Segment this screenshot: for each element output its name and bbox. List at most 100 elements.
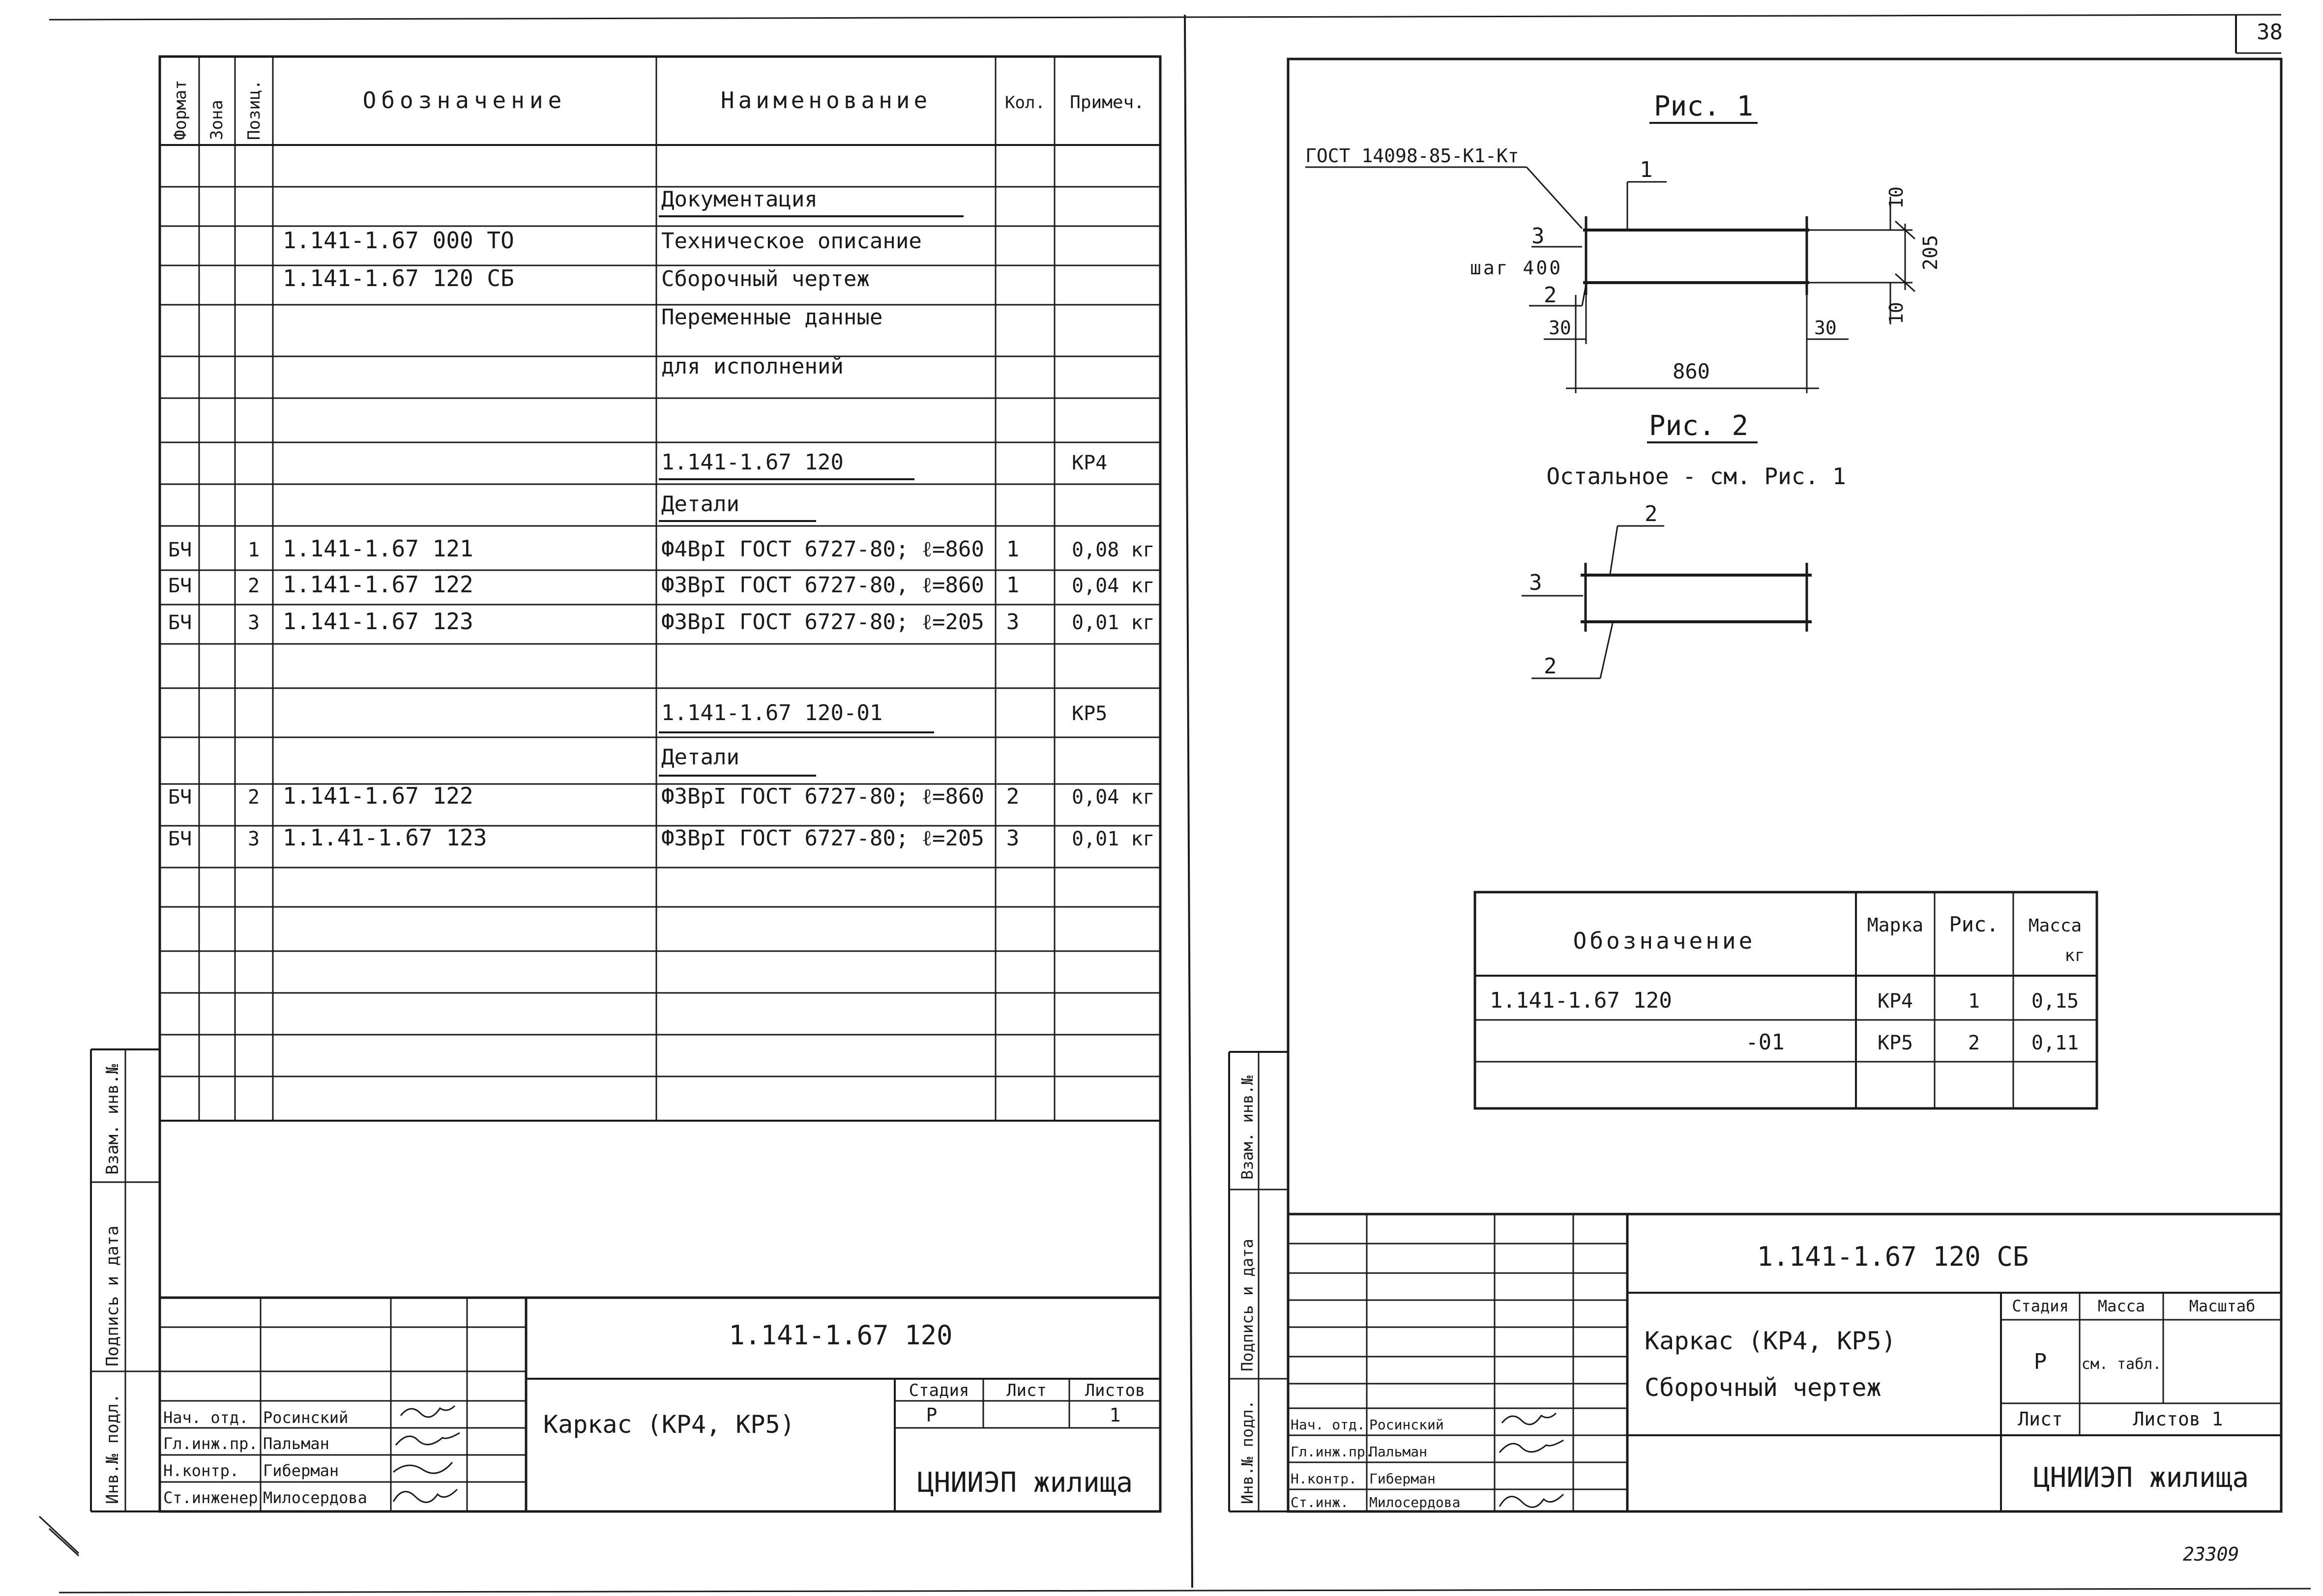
spec-row: Переменные данные xyxy=(661,305,882,330)
spec-cell-name: для исполнений xyxy=(661,354,844,379)
spec-cell-format: БЧ xyxy=(168,575,192,597)
signature xyxy=(393,1462,453,1474)
right-sheet-label: Лист xyxy=(2018,1408,2063,1430)
left-sheet: Инв.№ подл. Подпись и дата Взам. инв.№ Ф… xyxy=(90,55,1162,1513)
vt-row-mark: КР5 xyxy=(1878,1032,1913,1054)
right-mass: см. табл. xyxy=(2082,1356,2162,1373)
spec-cell-name: Техническое описание xyxy=(661,229,922,254)
spec-cell-qty: 1 xyxy=(1006,573,1020,598)
spec-cell-note: КР5 xyxy=(1072,702,1107,725)
spec-cell-format: БЧ xyxy=(168,539,192,561)
left-org: ЦНИИЭП жилища xyxy=(917,1467,1133,1499)
vt-row-designation: 1.141-1.67 120 xyxy=(1490,988,1672,1013)
fig1-dim-length: 860 xyxy=(1673,359,1710,383)
left-staff-role: Нач. отд. xyxy=(163,1408,248,1427)
fig1-callout: 1 xyxy=(1640,157,1653,182)
fig1-pitch: шаг 400 xyxy=(1470,257,1562,279)
right-title-line1: Каркас (КР4, КР5) xyxy=(1645,1327,1896,1355)
vt-hdr-mark: Марка xyxy=(1867,914,1923,936)
spec-row: 1.141-1.67 120-01 КР5 xyxy=(661,700,1107,725)
right-code: 1.141-1.67 120 СБ xyxy=(1757,1241,2029,1272)
right-staff-name: Милосердова xyxy=(1369,1494,1460,1510)
left-code: 1.141-1.67 120 xyxy=(729,1320,952,1351)
hdr-qty: Кол. xyxy=(1005,93,1045,113)
right-side-label-repl: Взам. инв.№ xyxy=(1238,1075,1257,1180)
fig2-note: Остальное - см. Рис. 1 xyxy=(1546,463,1846,490)
left-staff-name: Росинский xyxy=(263,1408,348,1427)
right-scale-label: Масштаб xyxy=(2189,1297,2256,1315)
vt-row-mass: 0,11 xyxy=(2031,1032,2079,1054)
figure-2: Рис. 2 Остальное - см. Рис. 1 2 3 2 xyxy=(1522,410,1846,679)
left-staff-name: Гиберман xyxy=(263,1461,339,1480)
spec-cell-note: 0,04 кг xyxy=(1072,575,1155,597)
spec-row: Детали xyxy=(661,745,739,770)
right-staff-name: Гиберман xyxy=(1369,1471,1436,1487)
right-side-label-inv: Инв.№ подл. xyxy=(1238,1400,1257,1504)
signature xyxy=(400,1405,456,1418)
signature xyxy=(1499,1439,1564,1453)
spec-cell-name: Документация xyxy=(661,187,818,212)
page-top-edge xyxy=(49,14,2282,21)
hdr-format: Формат xyxy=(171,80,190,140)
left-side-label-repl: Взам. инв.№ xyxy=(103,1064,122,1175)
vt-row-mark: КР4 xyxy=(1878,990,1913,1013)
spec-cell-name: Детали xyxy=(661,745,739,770)
fig1-dim-edge-top: 10 xyxy=(1885,186,1907,209)
spec-cell-name: 1.141-1.67 120 xyxy=(661,450,844,475)
spec-row: 1.141-1.67 000 ТО Техническое описание xyxy=(283,227,922,254)
vt-hdr-mass-unit: кг xyxy=(2065,946,2085,965)
left-side-label-inv: Инв.№ подл. xyxy=(103,1393,122,1504)
fig2-title: Рис. 2 xyxy=(1649,410,1748,442)
signature xyxy=(395,1432,460,1446)
vt-row-fig: 1 xyxy=(1968,990,1980,1013)
spec-cell-position: 2 xyxy=(248,575,260,597)
spec-cell-designation: 1.141-1.67 000 ТО xyxy=(283,227,514,254)
left-staff-role: Н.контр. xyxy=(163,1461,239,1480)
spec-cell-designation: 1.141-1.67 123 xyxy=(283,608,473,635)
spec-cell-name: 1.141-1.67 120-01 xyxy=(661,700,882,725)
variant-table: Обозначение Марка Рис. Масса кг 1.141-1.… xyxy=(1473,891,2098,1110)
fig2-callout: 2 xyxy=(1544,654,1557,679)
spec-cell-designation: 1.1.41-1.67 123 xyxy=(283,824,487,851)
spec-cell-note: 0,04 кг xyxy=(1072,786,1155,809)
vt-row-designation: -01 xyxy=(1745,1030,1784,1055)
page-bottom-edge xyxy=(59,1588,2311,1594)
right-sheets-label: Листов 1 xyxy=(2133,1408,2223,1430)
left-sheets-label: Листов xyxy=(1085,1381,1146,1400)
right-org: ЦНИИЭП жилища xyxy=(2033,1462,2249,1494)
fig1-dim-end-right: 30 xyxy=(1814,317,1837,339)
spec-cell-name: Детали xyxy=(661,492,739,517)
left-sheets: 1 xyxy=(1110,1404,1121,1426)
fig2-callout: 3 xyxy=(1529,570,1542,595)
fig1-dim-edge-bottom: 10 xyxy=(1885,302,1907,324)
hdr-position: Позиц. xyxy=(244,80,264,140)
right-title-block: 1.141-1.67 120 СБ Каркас (КР4, КР5) Сбор… xyxy=(1288,1213,2281,1511)
right-stage-label: Стадия xyxy=(2012,1297,2069,1315)
spec-cell-name: Ф4ВрI ГОСТ 6727-80; ℓ=860 xyxy=(661,537,984,562)
right-sheet: Инв.№ подл. Подпись и дата Взам. инв.№ Р… xyxy=(1228,58,2283,1565)
figure-1: Рис. 1 ГОСТ 14098-85-К1-Кт 1 3 шаг 400 2 xyxy=(1305,90,1942,393)
spec-cell-name: Ф3ВрI ГОСТ 6727-80; ℓ=860 xyxy=(661,784,984,809)
fig2-callout: 2 xyxy=(1645,501,1658,526)
spec-cell-format: БЧ xyxy=(168,786,192,809)
right-side-label-sign: Подпись и дата xyxy=(1238,1239,1257,1371)
left-staff-name: Милосердова xyxy=(263,1488,367,1507)
right-staff-role: Гл.инж.пр. xyxy=(1291,1444,1374,1460)
right-staff-role: Нач. отд. xyxy=(1291,1417,1365,1433)
page-number: 38 xyxy=(2257,20,2283,45)
spec-cell-name: Ф3ВрI ГОСТ 6727-80; ℓ=205 xyxy=(661,609,984,635)
spec-cell-note: 0,08 кг xyxy=(1072,539,1155,561)
spec-cell-qty: 2 xyxy=(1006,784,1020,809)
signature xyxy=(392,1488,458,1503)
spec-cell-position: 1 xyxy=(248,539,260,561)
spec-cell-designation: 1.141-1.67 120 СБ xyxy=(283,265,514,291)
left-stage-label: Стадия xyxy=(909,1381,970,1400)
spec-cell-qty: 3 xyxy=(1006,609,1020,635)
spec-row: для исполнений xyxy=(661,354,844,379)
right-title-line2: Сборочный чертеж xyxy=(1645,1373,1882,1402)
